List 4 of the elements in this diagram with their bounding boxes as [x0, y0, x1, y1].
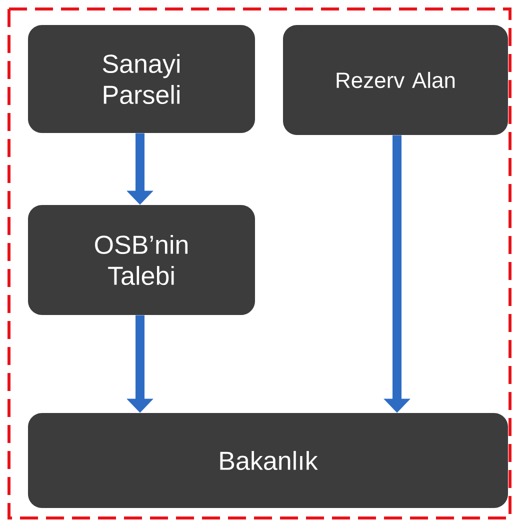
- process-box: Sanayi Parseli: [28, 25, 255, 133]
- process-box: Bakanlık: [28, 413, 508, 508]
- process-box: Rezerv Alan: [283, 25, 508, 135]
- process-box: OSB’nin Talebi: [28, 205, 255, 315]
